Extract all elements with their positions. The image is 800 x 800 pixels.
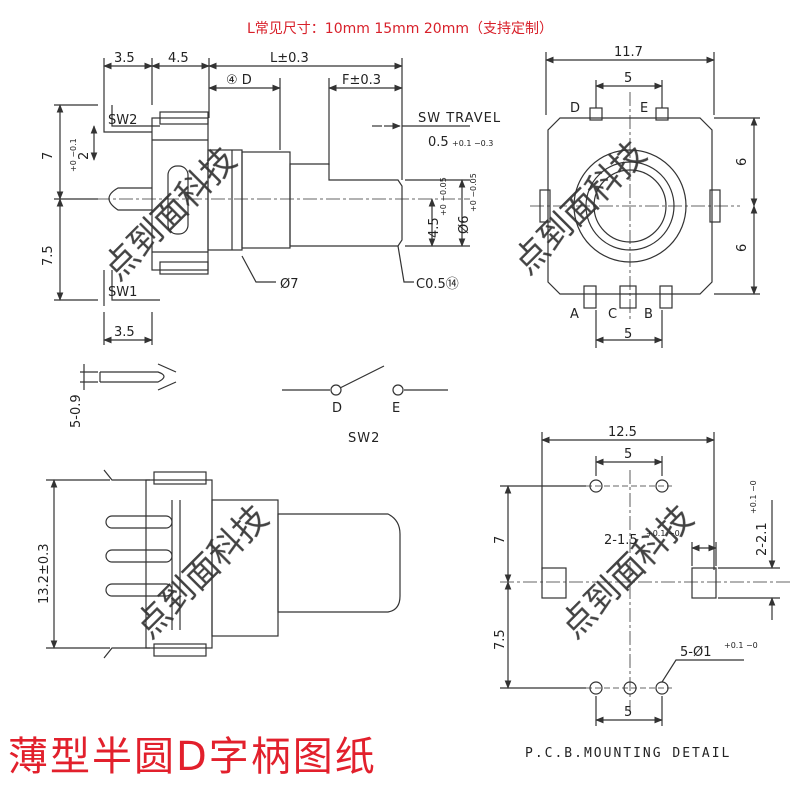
dim-6-upper: 6 bbox=[735, 158, 750, 166]
watermark-1: 点到面科技 bbox=[96, 140, 244, 288]
slot-right bbox=[691, 567, 717, 599]
front-view bbox=[530, 52, 760, 348]
dim-7-5-pcb: 7.5 bbox=[493, 629, 508, 650]
dim-6-lower: 6 bbox=[735, 244, 750, 252]
header-note: L常见尺寸：10mm 15mm 20mm（支持定制） bbox=[247, 21, 553, 37]
switch-label-sw2: SW2 bbox=[348, 431, 380, 446]
dim-2-1-5-tol: +0.1 −0 bbox=[646, 529, 680, 538]
dim-phi7: Ø7 bbox=[280, 277, 299, 292]
pin-label-A: A bbox=[570, 307, 579, 322]
switch-label-E: E bbox=[392, 401, 400, 416]
pcb-caption: P.C.B.MOUNTING DETAIL bbox=[525, 746, 732, 761]
pin-label-E: E bbox=[640, 101, 648, 116]
sw-travel-label: SW TRAVEL bbox=[418, 111, 501, 126]
front-view-labels: 11.7 5 6 6 5 D E A C B bbox=[570, 45, 750, 342]
label-sw2-side: SW2 bbox=[108, 113, 137, 128]
dim-5-front-top: 5 bbox=[624, 71, 632, 86]
dim-2-2-1: 2-2.1 bbox=[755, 522, 770, 556]
dim-2-tol: +0 −0.1 bbox=[69, 138, 78, 172]
dim-5-pcb-top: 5 bbox=[624, 447, 632, 462]
dim-5-pcb-bottom: 5 bbox=[624, 705, 632, 720]
side-view-labels: 3.5 4.5 L±0.3 ④ D F±0.3 SW TRAVEL 0.5 +0… bbox=[41, 51, 501, 428]
sw-travel-tol: +0.1 −0.3 bbox=[452, 139, 493, 148]
page-title: 薄型半圆D字柄图纸 bbox=[8, 734, 377, 780]
side-view bbox=[54, 58, 470, 391]
dim-phi6-shaft: Ø6 bbox=[457, 215, 472, 234]
pin-label-B: B bbox=[644, 307, 653, 322]
slot-left bbox=[541, 567, 567, 599]
dim-7-pcb: 7 bbox=[493, 536, 508, 544]
dim-2-1-5: 2-1.5 bbox=[604, 533, 638, 548]
watermark-2: 点到面科技 bbox=[506, 134, 654, 282]
dim-12-5: 12.5 bbox=[608, 425, 637, 440]
watermark-4: 点到面科技 bbox=[553, 498, 701, 646]
switch-symbol bbox=[282, 365, 448, 396]
dim-3-5-bottom: 3.5 bbox=[114, 325, 135, 340]
label-sw1-side: SW1 bbox=[108, 285, 137, 300]
dim-11-7: 11.7 bbox=[614, 45, 643, 60]
dim-5-front-bottom: 5 bbox=[624, 327, 632, 342]
switch-label-D: D bbox=[332, 401, 342, 416]
dim-4-5-top: 4.5 bbox=[168, 51, 189, 66]
dim-4-5-shaft: 4.5 bbox=[427, 217, 442, 238]
watermark-3: 点到面科技 bbox=[128, 498, 276, 646]
dim-4-5-shaft-tol: +0 −0.05 bbox=[439, 177, 448, 216]
pcb-labels: 12.5 5 7 7.5 2-1.5 +0.1 −0 2-2.1 +0.1 −0… bbox=[493, 425, 770, 720]
sw-travel-value: 0.5 bbox=[428, 135, 449, 150]
dim-phi6-tol: +0 −0.05 bbox=[469, 173, 478, 212]
pcb-layout bbox=[500, 432, 790, 726]
dim-F: F±0.3 bbox=[342, 73, 381, 88]
dim-pin-width: 5-0.9 bbox=[69, 394, 84, 428]
switch-labels: D E SW2 bbox=[332, 401, 400, 446]
dim-7-side: 7 bbox=[41, 152, 56, 160]
dim-c0-5: C0.5⑭ bbox=[416, 277, 459, 292]
dim-5-phi1-tol: +0.1 −0 bbox=[724, 641, 758, 650]
pin-label-C: C bbox=[608, 307, 617, 322]
dim-L: L±0.3 bbox=[270, 51, 309, 66]
dim-7-5-side: 7.5 bbox=[41, 245, 56, 266]
dim-5-phi1: 5-Ø1 bbox=[680, 645, 711, 660]
dim-3-5-top: 3.5 bbox=[114, 51, 135, 66]
pin-label-D: D bbox=[570, 101, 580, 116]
dim-2-2-1-tol: +0.1 −0 bbox=[749, 480, 758, 514]
dim-2-side: 2 bbox=[77, 152, 92, 160]
bottom-view bbox=[46, 469, 401, 659]
dim-D-mark: ④ D bbox=[226, 73, 252, 88]
dim-13-2: 13.2±0.3 bbox=[37, 543, 52, 604]
